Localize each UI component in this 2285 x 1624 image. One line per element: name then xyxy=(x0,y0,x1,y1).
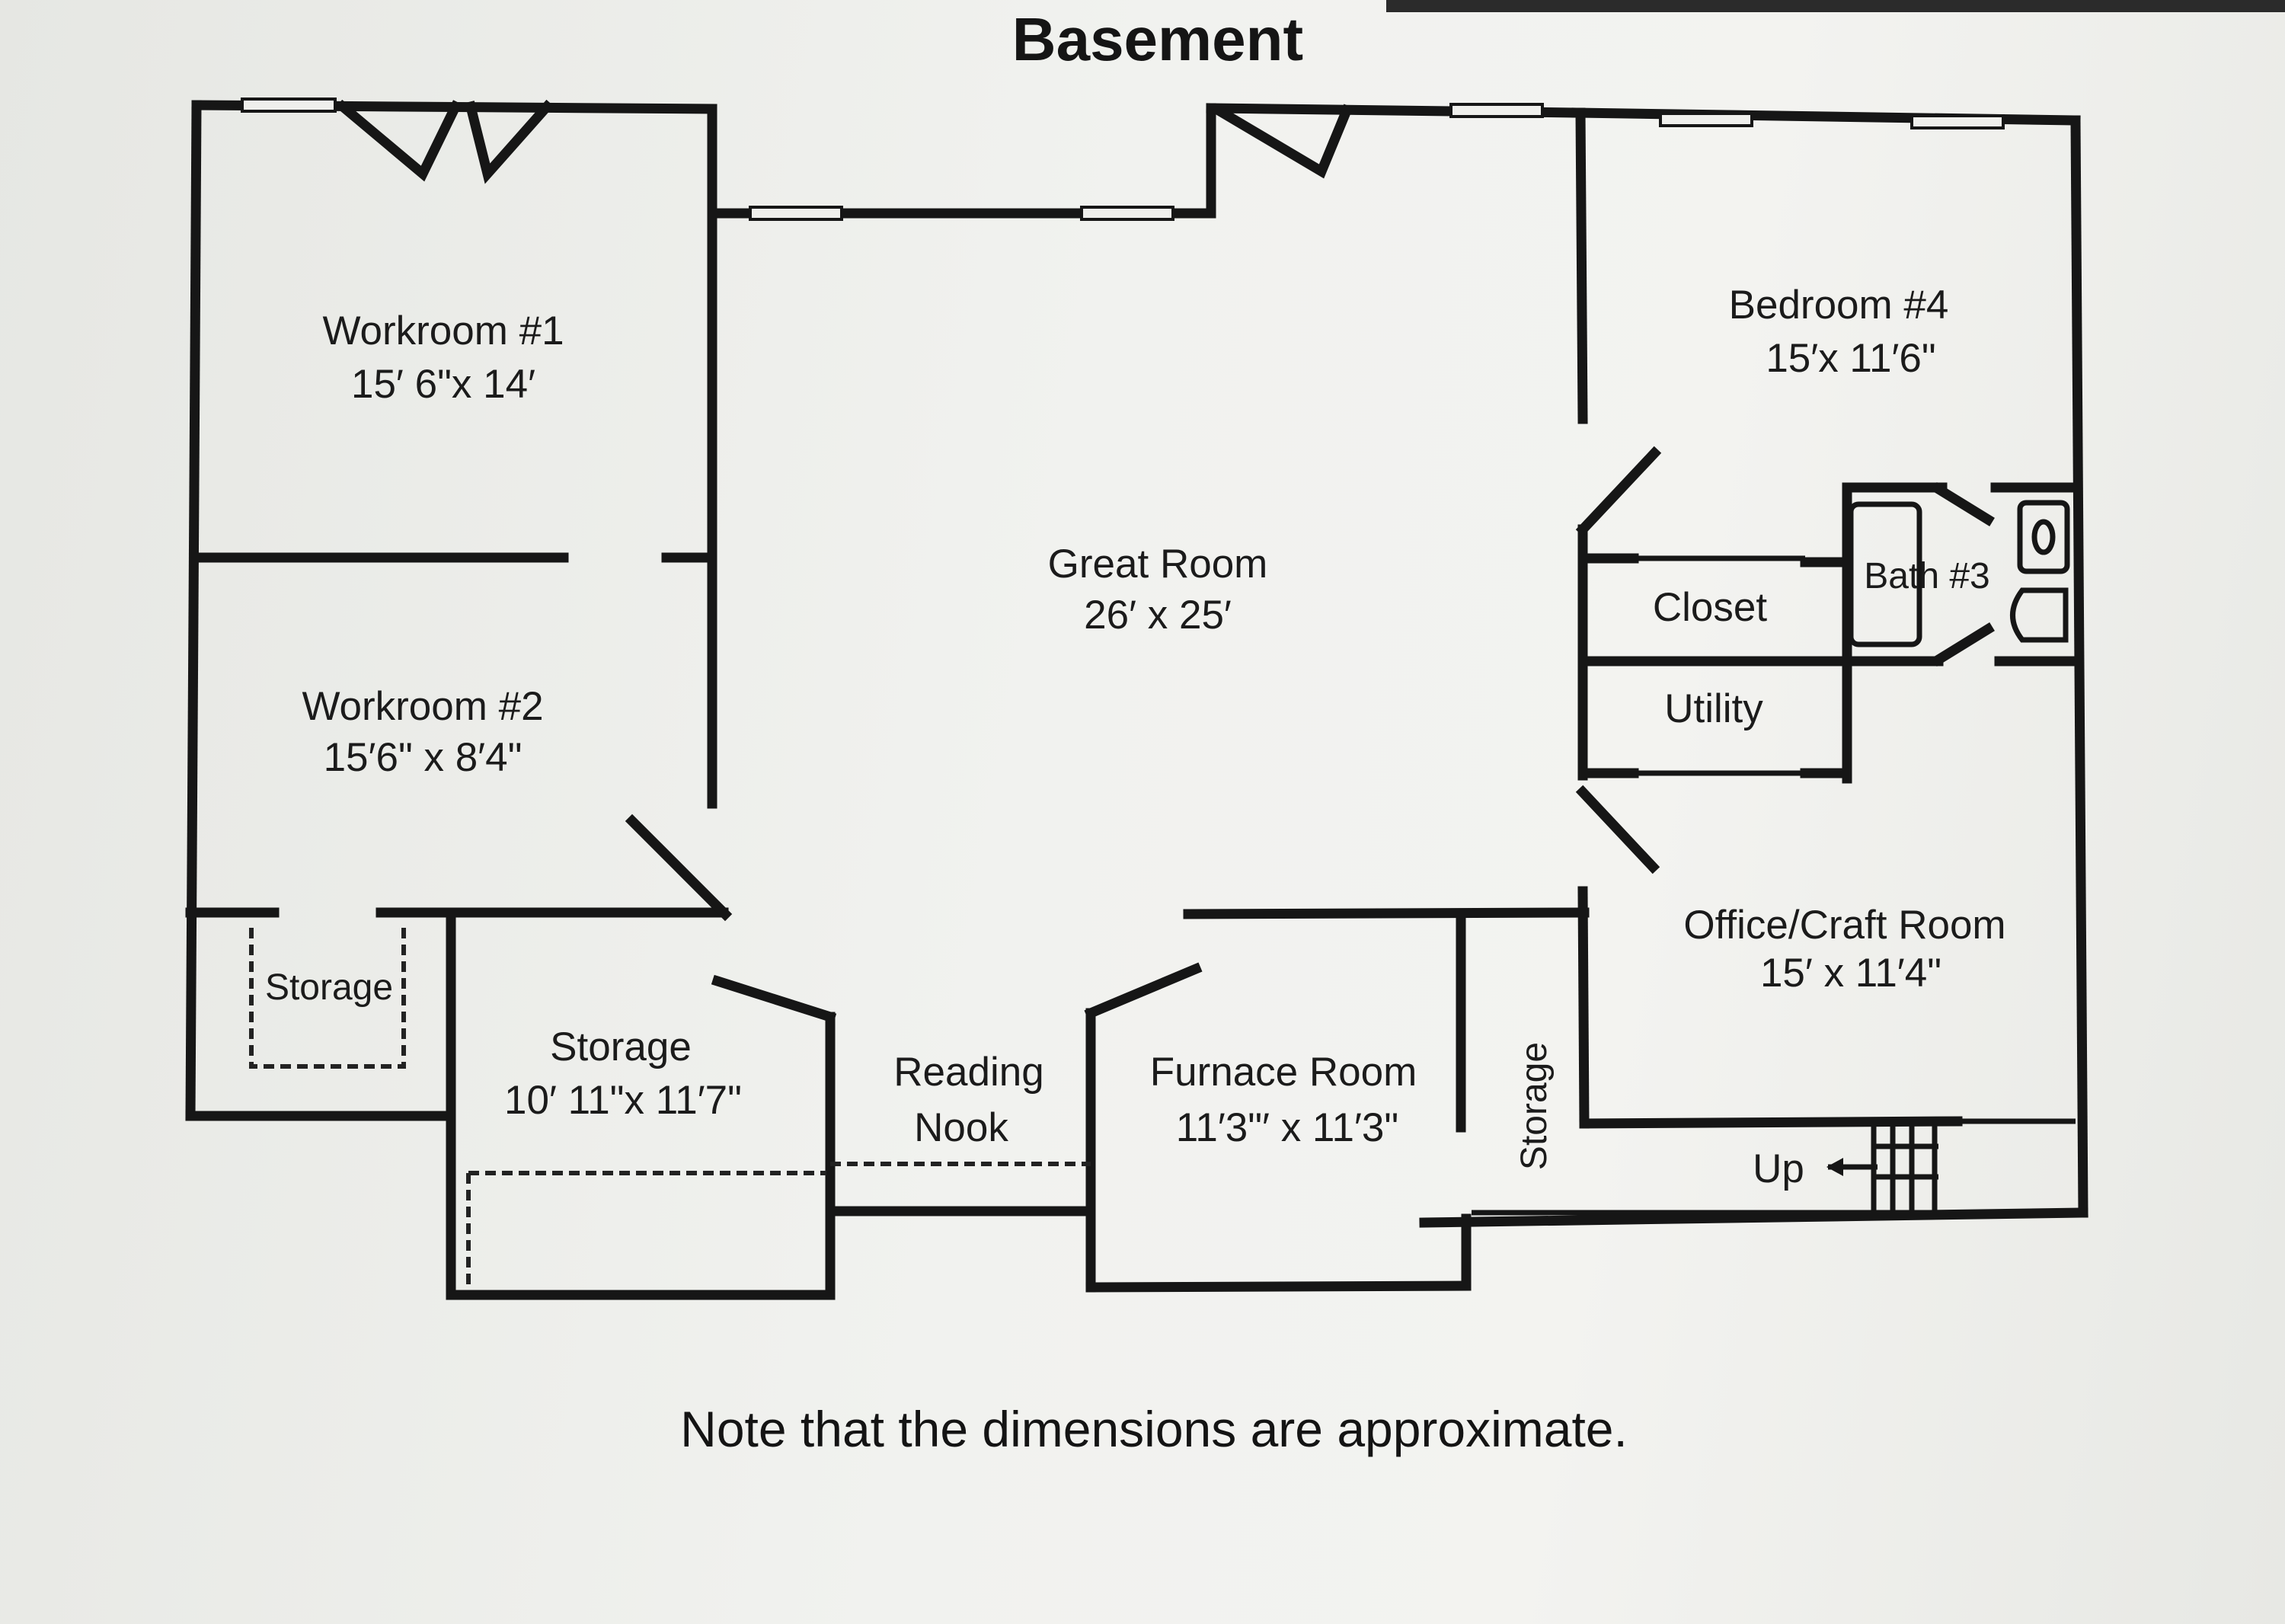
great-room-dims: 26′ x 25′ xyxy=(1084,593,1232,638)
furnace-room-name: Furnace Room xyxy=(1150,1050,1417,1095)
furnace-room-dims: 11′3"′ x 11′3" xyxy=(1176,1105,1398,1150)
storage-small-name: Storage xyxy=(265,967,393,1008)
office-name: Office/Craft Room xyxy=(1683,903,2005,948)
utility-name: Utility xyxy=(1664,686,1763,731)
storage-main-name: Storage xyxy=(550,1025,692,1069)
bath3-name: Bath #3 xyxy=(1864,556,1989,596)
workroom2-dims: 15′6" x 8′4" xyxy=(324,735,523,780)
office-dims: 15′ x 11′4" xyxy=(1760,951,1941,996)
plan-details xyxy=(249,500,2083,1287)
workroom1-name: Workroom #1 xyxy=(322,308,564,353)
bathtub-icon xyxy=(1848,501,1922,647)
great-room-name: Great Room xyxy=(1048,542,1268,587)
windows xyxy=(241,98,2005,221)
doors xyxy=(335,99,1353,184)
top-edge-bar xyxy=(1386,0,2285,12)
reading-nook-line1: Reading xyxy=(893,1050,1043,1095)
closet-name: Closet xyxy=(1653,585,1768,630)
bedroom4-name: Bedroom #4 xyxy=(1729,283,1949,328)
workroom1-dims: 15′ 6"x 14′ xyxy=(351,362,535,407)
sink-icon xyxy=(2010,587,2069,643)
stairs-icon xyxy=(1826,1120,1938,1213)
floor-plan-title: Basement xyxy=(1011,5,1304,73)
arrow-left-icon xyxy=(1826,1158,1843,1176)
reading-nook-line2: Nook xyxy=(914,1105,1008,1150)
bedroom4-dims: 15′x 11′6" xyxy=(1766,336,1935,381)
toilet-icon xyxy=(2017,500,2070,574)
storage-vertical-name: Storage xyxy=(1514,1042,1555,1170)
room-labels: Workroom #1 15′ 6"x 14′ Workroom #2 15′6… xyxy=(265,283,2006,1191)
workroom2-name: Workroom #2 xyxy=(302,684,543,729)
stairs-up-label: Up xyxy=(1753,1146,1804,1191)
storage-main-dims: 10′ 11"x 11′7" xyxy=(504,1078,742,1123)
dimensions-note: Note that the dimensions are approximate… xyxy=(680,1401,1628,1457)
